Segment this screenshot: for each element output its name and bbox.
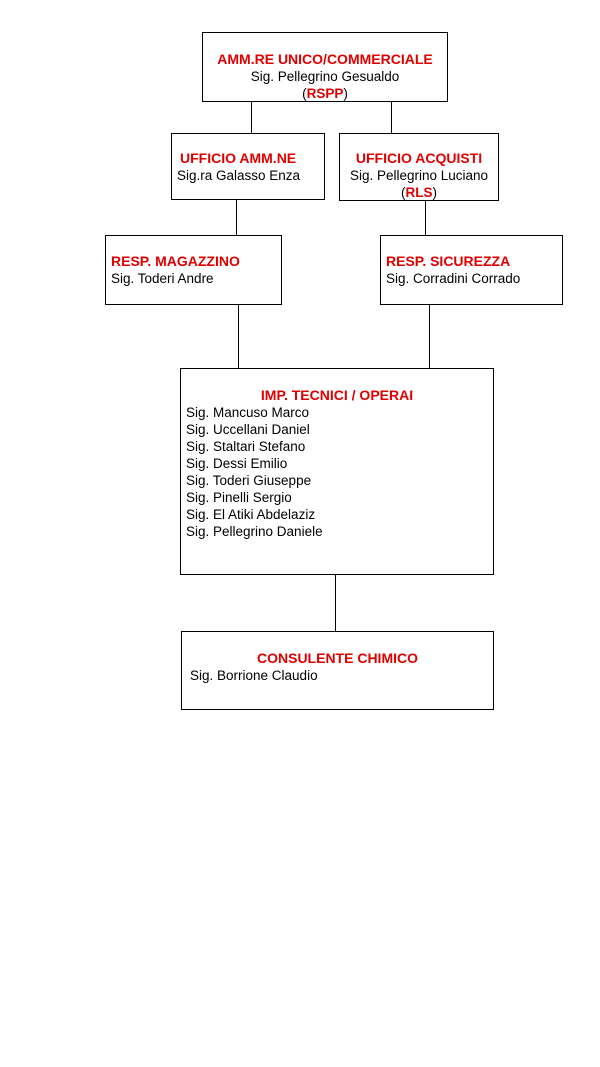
connector-magazzino-to-tecnici bbox=[238, 304, 239, 368]
person-name: Sig.ra Galasso Enza bbox=[177, 168, 301, 183]
connector-tecnici-to-consulente bbox=[335, 574, 336, 631]
box-consulente-chimico: CONSULENTE CHIMICO Sig. Borrione Claudio bbox=[181, 631, 494, 710]
box-title: RESP. MAGAZZINO bbox=[111, 253, 240, 269]
connector-top-to-acquisti bbox=[391, 101, 392, 133]
connector-sicurezza-to-tecnici bbox=[429, 304, 430, 368]
box-impiegati-tecnici-operai: IMP. TECNICI / OPERAI Sig. Mancuso Marco… bbox=[180, 368, 494, 575]
person-name: Sig. Toderi Andre bbox=[111, 271, 214, 286]
role-paren-close: ) bbox=[343, 86, 348, 101]
box-amministratore-unico: AMM.RE UNICO/COMMERCIALE Sig. Pellegrino… bbox=[202, 32, 448, 102]
box-title: RESP. SICUREZZA bbox=[386, 253, 511, 269]
box-title: UFFICIO ACQUISTI bbox=[355, 150, 483, 166]
box-resp-magazzino: RESP. MAGAZZINO Sig. Toderi Andre bbox=[105, 235, 282, 305]
connector-amm-to-magazzino bbox=[236, 199, 237, 235]
list-item: Sig. Uccellani Daniel bbox=[186, 422, 310, 437]
list-item: Sig. El Atiki Abdelaziz bbox=[186, 507, 316, 522]
person-name: Sig. Borrione Claudio bbox=[190, 668, 318, 683]
box-title: CONSULENTE CHIMICO bbox=[257, 650, 418, 666]
person-name: Sig. Pellegrino Gesualdo bbox=[250, 69, 400, 84]
list-item: Sig. Pinelli Sergio bbox=[186, 490, 292, 505]
box-ufficio-acquisti: UFFICIO ACQUISTI Sig. Pellegrino Luciano… bbox=[339, 133, 499, 201]
connector-top-to-amm bbox=[251, 101, 252, 133]
list-item: Sig. Mancuso Marco bbox=[186, 405, 310, 420]
list-item: Sig. Pellegrino Daniele bbox=[186, 524, 323, 539]
role-line: (RLS) bbox=[340, 184, 498, 201]
role-badge: RLS bbox=[405, 185, 433, 200]
box-resp-sicurezza: RESP. SICUREZZA Sig. Corradini Corrado bbox=[380, 235, 563, 305]
list-item: Sig. Staltari Stefano bbox=[186, 439, 306, 454]
box-title: AMM.RE UNICO/COMMERCIALE bbox=[217, 51, 433, 67]
connector-acquisti-to-sicurezza bbox=[425, 200, 426, 235]
role-paren-close: ) bbox=[432, 185, 438, 200]
person-name: Sig. Pellegrino Luciano bbox=[349, 168, 489, 183]
person-name: Sig. Corradini Corrado bbox=[386, 271, 521, 286]
list-item: Sig. Dessi Emilio bbox=[186, 456, 288, 471]
role-paren-open: ( bbox=[302, 86, 307, 101]
role-badge: RSPP bbox=[306, 86, 344, 101]
role-paren-open: ( bbox=[401, 185, 406, 200]
box-ufficio-amministrazione: UFFICIO AMM.NE Sig.ra Galasso Enza bbox=[171, 133, 325, 200]
box-title: UFFICIO AMM.NE bbox=[180, 150, 297, 166]
box-title: IMP. TECNICI / OPERAI bbox=[260, 387, 414, 403]
list-item: Sig. Toderi Giuseppe bbox=[186, 473, 312, 488]
role-line: (RSPP) bbox=[203, 85, 447, 102]
